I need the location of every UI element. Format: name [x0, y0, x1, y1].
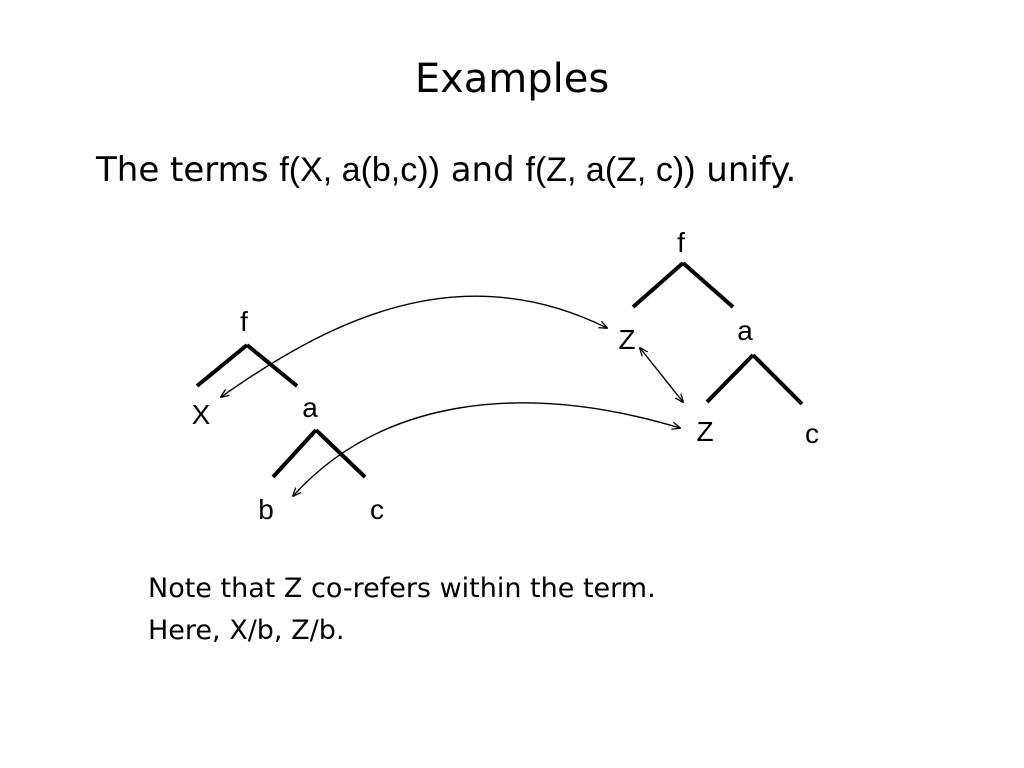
term-one: f(X, a(b,c)) [279, 151, 440, 189]
tree2-z2-label: Z [696, 416, 713, 447]
term-two: f(Z, a(Z, c)) [525, 151, 696, 189]
slide-title: Examples [414, 56, 610, 102]
tree-one: f X a b c [192, 306, 384, 525]
note-line-2: Here, X/b, Z/b. [148, 615, 345, 646]
arrow-x-to-z [221, 295, 607, 397]
tree1-edge-a-c [314, 428, 367, 479]
unification-statement: The terms f(X, a(b,c)) and f(Z, a(Z, c))… [96, 150, 796, 190]
tree1-edge-f-x [195, 343, 249, 388]
tree-two: f Z a Z c [618, 227, 819, 449]
note-block: Note that Z co-refers within the term. H… [148, 568, 656, 652]
tree1-x-label: X [192, 399, 211, 430]
arrow-b-to-z [293, 402, 680, 496]
tree2-edge-f-z [631, 261, 685, 309]
tree2-root-label: f [677, 227, 685, 258]
tree2-c-label: c [805, 418, 819, 449]
tree2-edge-f-a [681, 261, 735, 309]
statement-prefix: The terms [96, 150, 280, 190]
tree1-b-label: b [258, 494, 274, 525]
tree1-root-label: f [240, 306, 248, 337]
tree1-c-label: c [370, 494, 384, 525]
tree2-edge-a-z [705, 353, 755, 404]
tree2-edge-a-c [751, 353, 804, 406]
tree1-a-label: a [302, 392, 318, 423]
tree2-z-label: Z [618, 324, 635, 355]
arrow-z-corefers-z [640, 348, 683, 402]
note-line-1: Note that Z co-refers within the term. [148, 573, 656, 604]
statement-conjunction: and [439, 150, 526, 190]
tree2-a-label: a [737, 315, 753, 346]
tree1-edge-a-b [271, 428, 318, 479]
statement-suffix: unify. [695, 150, 797, 190]
tree1-edge-f-a [245, 343, 299, 388]
